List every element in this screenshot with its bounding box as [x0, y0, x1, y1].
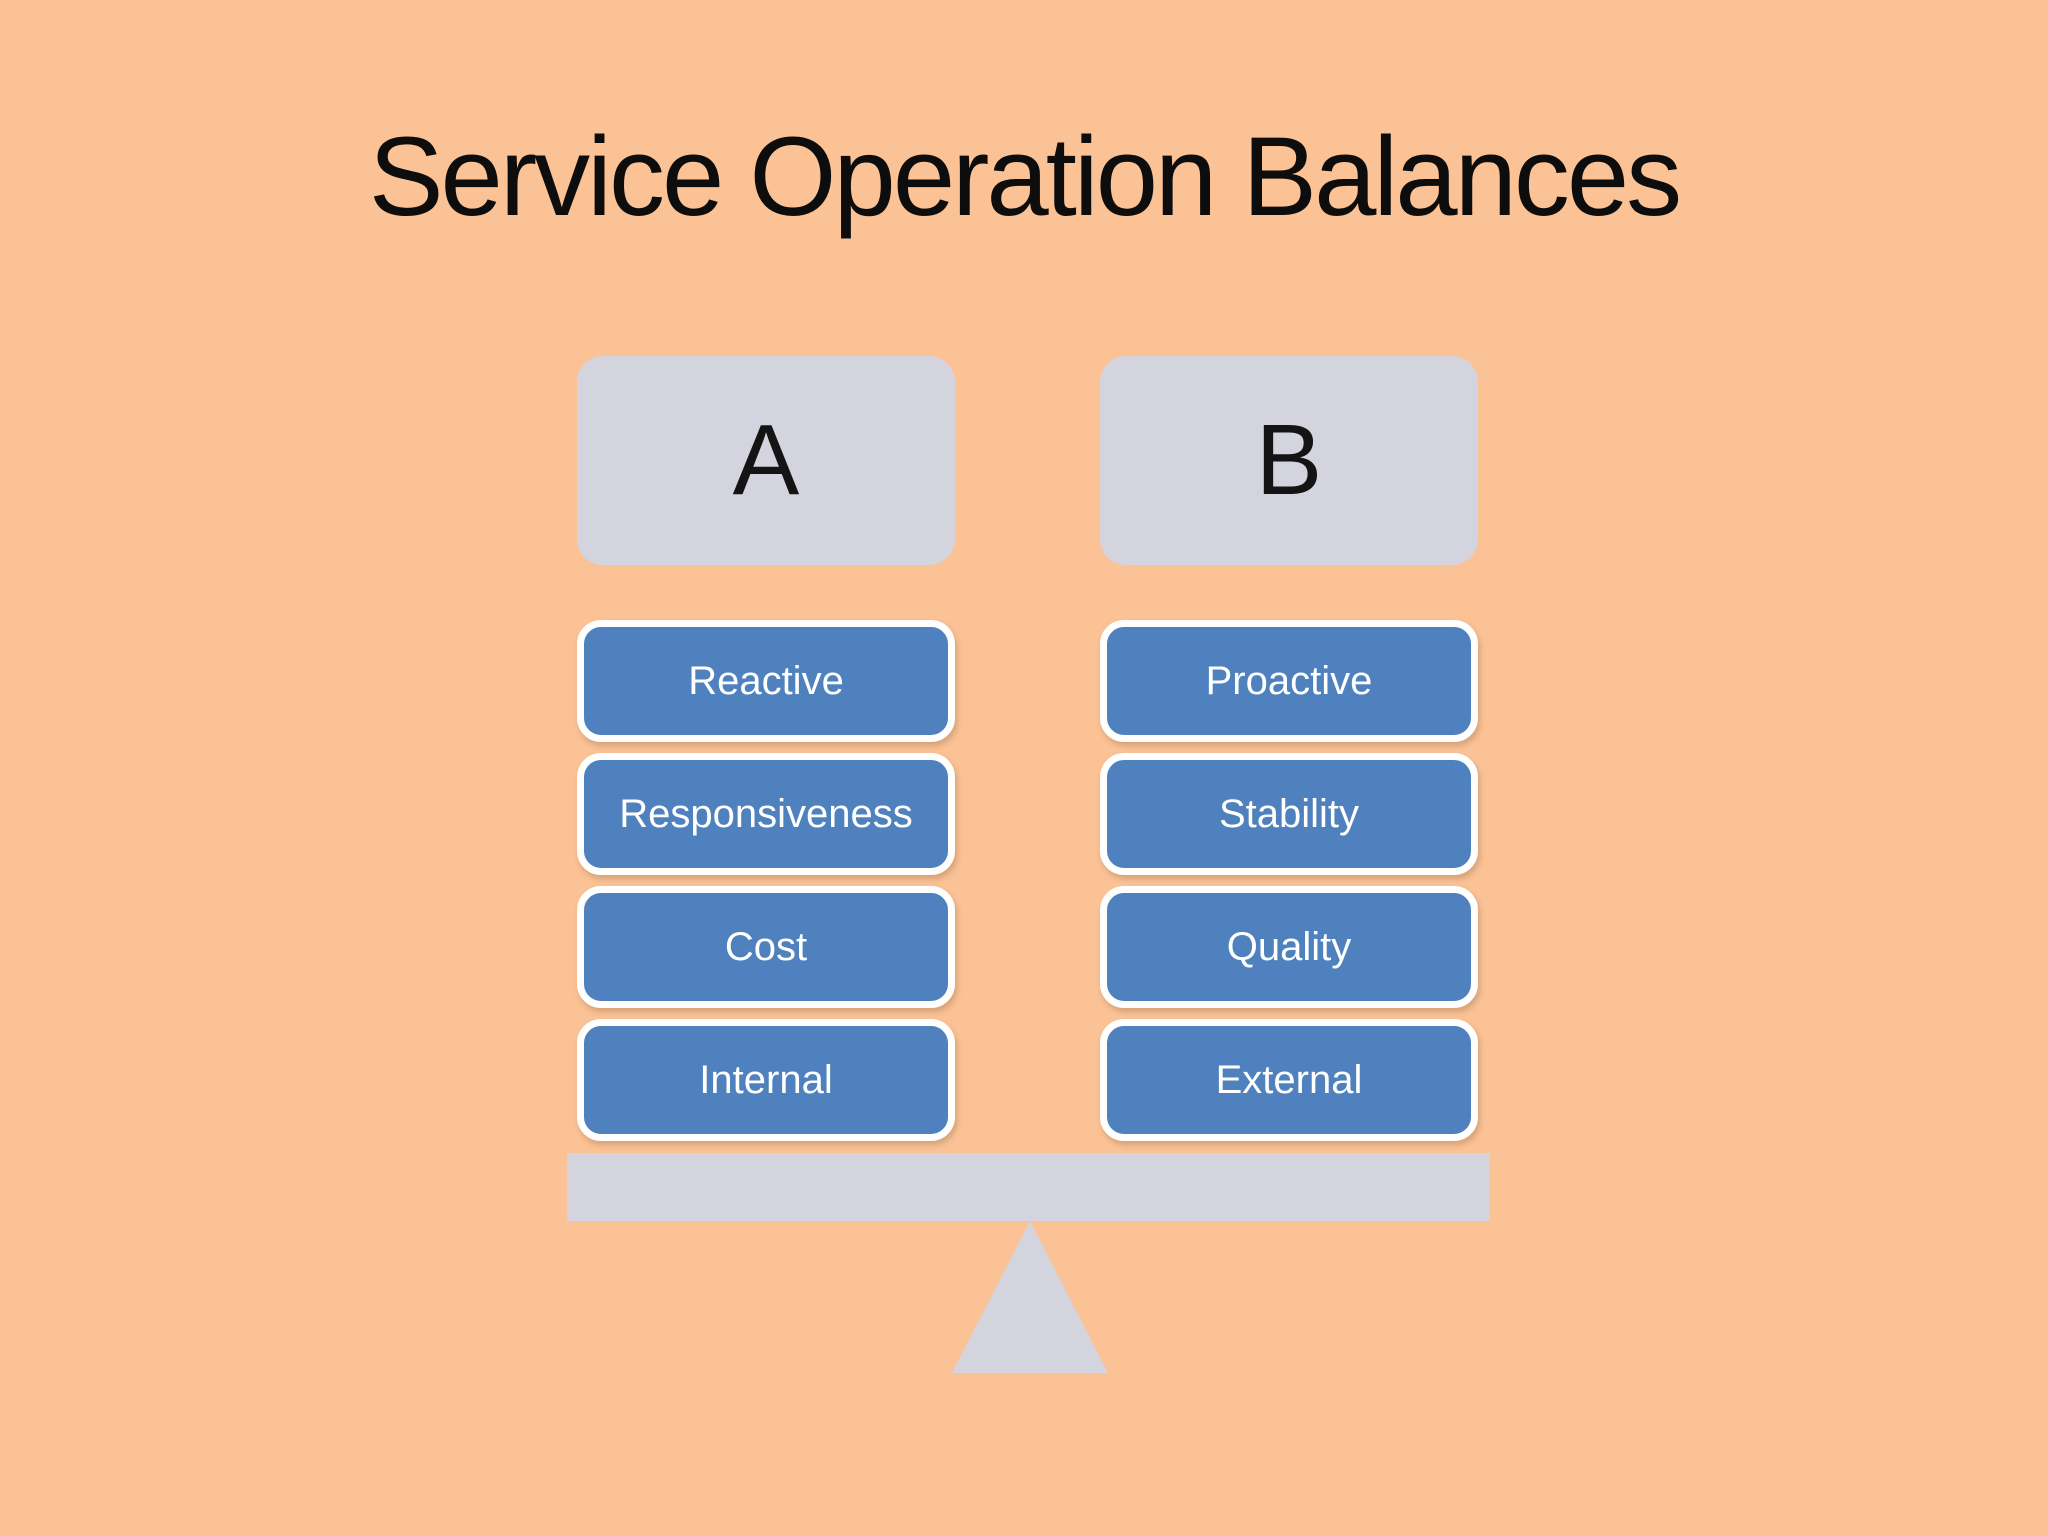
column-b-item-3: External	[1100, 1019, 1478, 1141]
column-b-items: Proactive Stability Quality External	[1100, 620, 1478, 1141]
column-a-header: A	[577, 356, 955, 565]
column-a-items: Reactive Responsiveness Cost Internal	[577, 620, 955, 1141]
column-a-item-2: Cost	[577, 886, 955, 1008]
column-a-item-3: Internal	[577, 1019, 955, 1141]
column-b: B Proactive Stability Quality External	[1100, 356, 1478, 1141]
column-b-header: B	[1100, 356, 1478, 565]
column-a: A Reactive Responsiveness Cost Internal	[577, 356, 955, 1141]
column-b-item-0: Proactive	[1100, 620, 1478, 742]
fulcrum-triangle	[952, 1221, 1108, 1373]
slide-title: Service Operation Balances	[368, 114, 1682, 239]
column-b-item-2: Quality	[1100, 886, 1478, 1008]
column-a-item-0: Reactive	[577, 620, 955, 742]
column-b-item-1: Stability	[1100, 753, 1478, 875]
balance-beam	[567, 1153, 1490, 1221]
column-a-item-1: Responsiveness	[577, 753, 955, 875]
